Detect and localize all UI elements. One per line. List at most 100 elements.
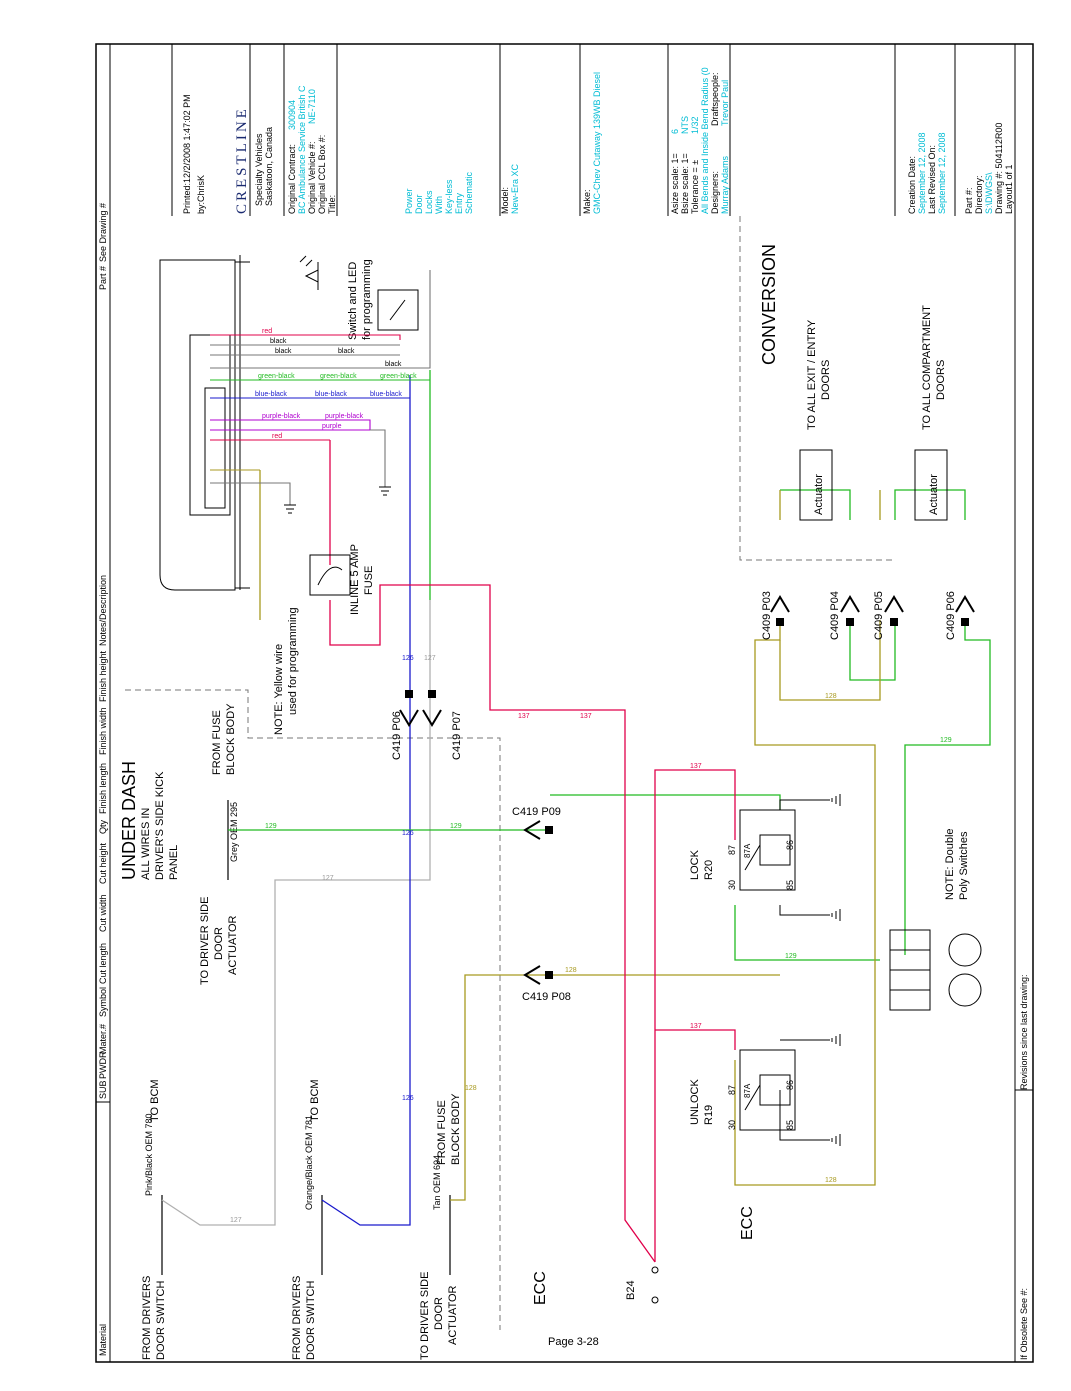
c409p06-label: C409 P06 <box>945 591 957 640</box>
svg-text:128: 128 <box>825 693 837 700</box>
orig-vehicle-value: NE-7110 <box>307 89 317 124</box>
svg-text:green-black: green-black <box>320 373 357 380</box>
last-revised-value: September 12, 2008 <box>937 132 947 214</box>
svg-text:137: 137 <box>518 713 530 720</box>
svg-text:137: 137 <box>690 1023 702 1030</box>
hdr-pwdr: PWDR <box>98 1051 108 1079</box>
svg-text:126: 126 <box>402 655 414 662</box>
company-line2: Saskatoon, Canada <box>264 127 274 206</box>
oem-leader-lines <box>161 800 451 1275</box>
svg-text:86: 86 <box>785 1080 795 1090</box>
conversion-label: CONVERSION <box>759 244 779 365</box>
connector-c419-p06-p07 <box>399 690 442 727</box>
svg-text:137: 137 <box>580 713 592 720</box>
svg-text:purple: purple <box>322 423 342 430</box>
from-drivers-switch-1: FROM DRIVERS DOOR SWITCH <box>141 1276 167 1360</box>
svg-text:Switch and LED: Switch and LED <box>347 262 359 340</box>
svg-text:C409 P04: C409 P04 <box>829 591 841 640</box>
draftspeople-label: Draftspeople: <box>710 72 720 126</box>
obsolete-label: If Obsolete See #: <box>1019 1288 1029 1360</box>
svg-text:FUSE: FUSE <box>363 566 375 595</box>
sheet-border <box>95 43 1034 1363</box>
from-drivers-switch-2: FROM DRIVERS DOOR SWITCH <box>291 1276 317 1360</box>
revisions-label: Revisions since last drawing: <box>1019 974 1029 1090</box>
note-double-label: NOTE: Double Poly Switches <box>944 828 970 900</box>
svg-text:129: 129 <box>940 737 952 744</box>
wire-128-yellow <box>259 470 881 1201</box>
inline-fuse <box>309 554 351 596</box>
svg-text:TO ALL COMPARTMENT: TO ALL COMPARTMENT <box>921 305 933 430</box>
svg-text:TO DRIVER SIDE: TO DRIVER SIDE <box>419 1272 431 1360</box>
connector-wire-labels: red black black black black green-black … <box>255 328 417 440</box>
svg-text:85: 85 <box>785 880 795 890</box>
main-connector <box>159 255 250 591</box>
inline-fuse-label: INLINE 5 AMP FUSE <box>349 544 375 615</box>
svg-text:black: black <box>338 348 355 355</box>
tan-oem-label: Tan OEM 694 <box>432 1155 442 1210</box>
region-boxes <box>125 216 895 1330</box>
svg-text:FROM DRIVERS: FROM DRIVERS <box>141 1276 153 1360</box>
bsize-value: NTS <box>680 116 690 134</box>
svg-text:127: 127 <box>424 655 436 662</box>
draftspeople-value: Trevor Paul <box>720 80 730 126</box>
svg-text:used for programming: used for programming <box>287 607 299 715</box>
to-comp-doors-label: TO ALL COMPARTMENT DOORS <box>921 305 947 430</box>
svg-text:DOOR SWITCH: DOOR SWITCH <box>305 1281 317 1360</box>
hdr-symbol: Symbol <box>98 987 108 1017</box>
svg-text:C419 P07: C419 P07 <box>451 711 463 760</box>
svg-text:INLINE 5 AMP: INLINE 5 AMP <box>349 544 361 615</box>
svg-text:purple-black: purple-black <box>325 413 364 420</box>
creation-date-label: Creation Date: <box>907 156 917 214</box>
svg-text:TO ALL EXIT / ENTRY: TO ALL EXIT / ENTRY <box>806 319 818 430</box>
page-number: Page 3-28 <box>548 1336 599 1348</box>
relay-lock-r20: 30 87 87A 86 85 <box>727 809 796 891</box>
svg-text:Tan OEM 694: Tan OEM 694 <box>432 1155 442 1210</box>
svg-text:UNLOCK: UNLOCK <box>689 1078 701 1125</box>
company-line1: Specialty Vehicles <box>254 133 264 206</box>
title-val-4: Key-less <box>444 179 454 214</box>
programming-switch <box>377 289 419 331</box>
svg-text:Actuator: Actuator <box>928 474 940 515</box>
svg-text:R20: R20 <box>703 860 715 880</box>
title-val-1: Door <box>414 194 424 214</box>
unlock-label: UNLOCK R19 <box>689 1078 715 1125</box>
asize-value: 6 <box>670 129 680 134</box>
tolerance-value: 1/32 <box>690 116 700 134</box>
connectors-c409 <box>770 595 975 626</box>
svg-text:black: black <box>275 348 292 355</box>
svg-text:C409 P06: C409 P06 <box>945 591 957 640</box>
hdr-finish-length: Finish length <box>98 763 108 814</box>
svg-text:CONVERSION: CONVERSION <box>759 244 779 365</box>
svg-text:TO DRIVER SIDE: TO DRIVER SIDE <box>199 897 211 985</box>
b24-terminal <box>651 1266 659 1274</box>
svg-text:Actuator: Actuator <box>813 474 825 515</box>
svg-text:DRIVER'S SIDE KICK: DRIVER'S SIDE KICK <box>154 771 166 880</box>
title-label: Title: <box>327 195 337 214</box>
model-value: New-Era XC <box>510 163 520 214</box>
to-bcm-1: TO BCM <box>149 1079 161 1122</box>
svg-text:126: 126 <box>402 830 414 837</box>
poly-switches <box>889 929 982 1011</box>
to-bcm-2: TO BCM <box>309 1079 321 1122</box>
from-fuse-top-label: FROM FUSE BLOCK BODY <box>211 703 237 775</box>
part-label: Part #: <box>964 187 974 214</box>
svg-text:85: 85 <box>785 1120 795 1130</box>
wire-137-red <box>329 440 736 1263</box>
svg-text:blue-black: blue-black <box>370 391 402 398</box>
svg-text:Poly Switches: Poly Switches <box>958 831 970 900</box>
make-label: Make: <box>582 189 592 214</box>
tolerance-label: Tolerance = ± <box>690 160 700 214</box>
all-bends: All Bends and Inside Bend Radius (0 <box>700 67 710 214</box>
wire-number-tags: 126 126 126 127 127 127 128 128 128 128 … <box>230 655 952 1224</box>
svg-text:30: 30 <box>727 1120 737 1130</box>
svg-text:DOOR SWITCH: DOOR SWITCH <box>155 1281 167 1360</box>
svg-text:FROM DRIVERS: FROM DRIVERS <box>291 1276 303 1360</box>
svg-text:C409 P03: C409 P03 <box>761 591 773 640</box>
svg-text:purple-black: purple-black <box>262 413 301 420</box>
svg-text:Pink/Black OEM 780: Pink/Black OEM 780 <box>144 1113 154 1196</box>
svg-text:R19: R19 <box>703 1105 715 1125</box>
svg-text:ACTUATOR: ACTUATOR <box>227 915 239 975</box>
svg-text:BLOCK BODY: BLOCK BODY <box>225 703 237 775</box>
c419p06-label: C419 P06 <box>391 711 403 760</box>
